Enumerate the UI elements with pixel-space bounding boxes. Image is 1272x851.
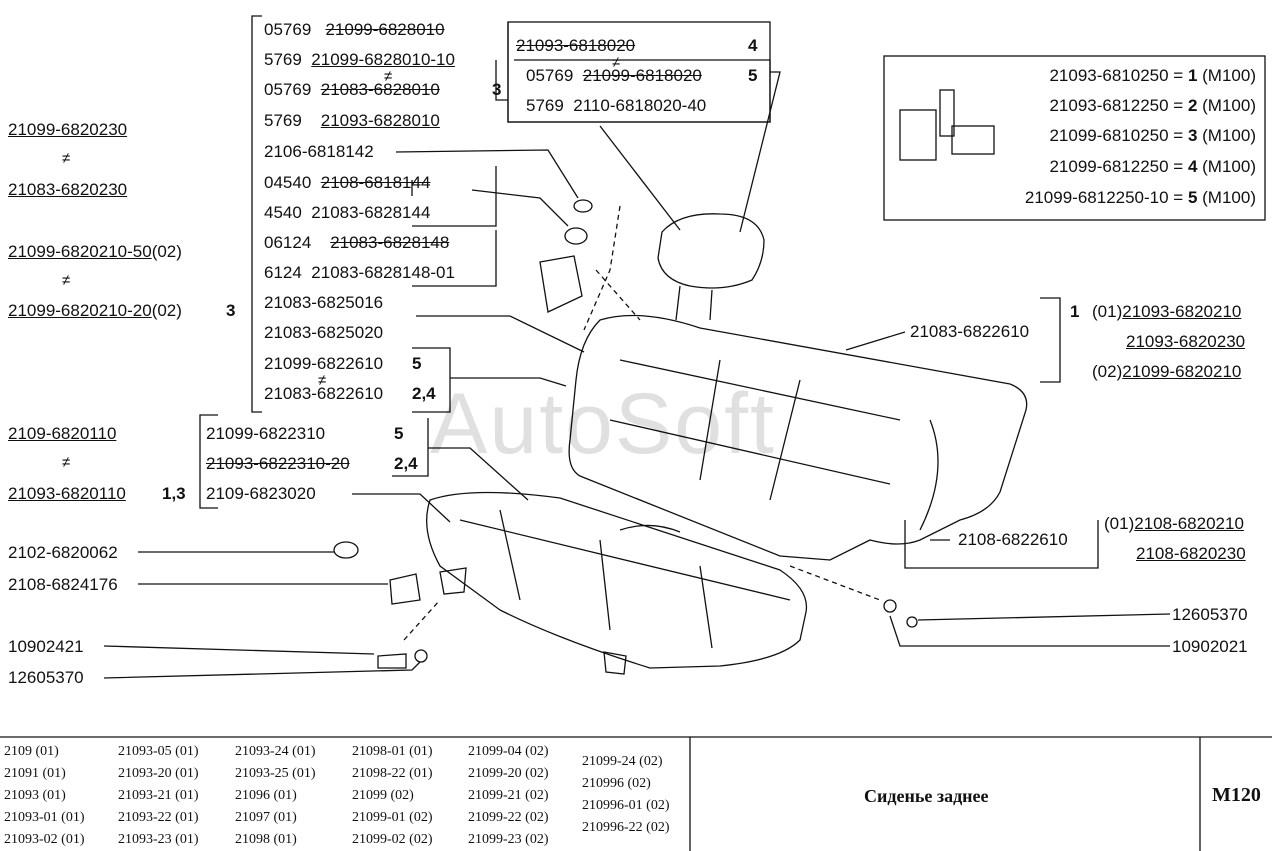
model-item: 21099-04 (02) xyxy=(468,744,549,759)
center-row: 06124 21083-6828148 xyxy=(264,233,450,252)
not-equal-sign: ≠ xyxy=(318,372,327,389)
model-item: 2109 (01) xyxy=(4,744,59,759)
label-21099-6820210: (02)21099-6820210 xyxy=(1092,362,1242,381)
headrest xyxy=(657,213,765,289)
bolt-row: 21099-6810250 = 3 (M100) xyxy=(1049,126,1256,145)
model-item: 21098 (01) xyxy=(235,832,297,847)
label-21093-6820110: 21093-6820110 xyxy=(8,484,126,503)
model-item: 21093-02 (01) xyxy=(4,832,85,847)
top-box-row: 5769 2110-6818020-40 xyxy=(526,96,707,115)
lower-row: 21099-6822310 xyxy=(206,424,326,443)
diagram-title: Сиденье заднее xyxy=(864,786,989,806)
bolt-box-frame xyxy=(883,55,1266,221)
model-item: 21093-21 (01) xyxy=(118,788,199,803)
label-variant-number: 5 xyxy=(412,354,422,373)
seat-back xyxy=(568,314,1028,561)
model-item: 21099-22 (02) xyxy=(468,810,549,825)
label-21099-6820210-50: 21099-6820210-50(02) xyxy=(8,242,182,261)
label-variant-number: 5 xyxy=(748,66,758,85)
model-item: 21093-05 (01) xyxy=(118,744,199,759)
center-row: 05769 21099-6828010 xyxy=(264,20,445,39)
model-item: 21099-02 (02) xyxy=(352,832,433,847)
bolt-row: 21099-6812250-10 = 5 (M100) xyxy=(1024,188,1256,207)
watermark: AutoSoft xyxy=(430,376,776,472)
center-row: 05769 21083-6828010 xyxy=(264,80,440,99)
center-row: 2106-6818142 xyxy=(264,142,374,161)
label-2108-6824176: 2108-6824176 xyxy=(8,575,118,594)
label-variant-number: 2,4 xyxy=(394,454,418,473)
model-item: 21098-22 (01) xyxy=(352,766,433,781)
page-code: M120 xyxy=(1212,784,1261,806)
model-item: 21099-01 (02) xyxy=(352,810,433,825)
label-21093-6820230: 21093-6820230 xyxy=(1126,332,1246,351)
label-variant-number: 1,3 xyxy=(162,484,186,503)
center-row: 6124 21083-6828148-01 xyxy=(264,263,455,282)
center-row: 5769 21093-6828010 xyxy=(264,111,440,130)
top-box-row: 05769 21099-6818020 xyxy=(526,66,702,85)
label-variant-number: 3 xyxy=(492,80,502,99)
not-equal-sign: ≠ xyxy=(62,272,71,289)
label-12605370-right: 12605370 xyxy=(1172,605,1248,624)
center-row: 5769 21099-6828010-10 xyxy=(264,50,455,69)
bolt-row: 21093-6812250 = 2 (M100) xyxy=(1049,96,1256,115)
label-2109-6820110: 2109-6820110 xyxy=(8,424,117,443)
model-item: 21097 (01) xyxy=(235,810,297,825)
label-21099-6820230: 21099-6820230 xyxy=(8,120,128,139)
seat-cushion xyxy=(426,491,808,669)
model-item: 210996 (02) xyxy=(582,776,651,791)
model-item: 21099-20 (02) xyxy=(468,766,549,781)
center-row: 4540 21083-6828144 xyxy=(264,203,431,222)
label-back-21083-6822610: 21083-6822610 xyxy=(910,322,1030,341)
center-bracket xyxy=(251,15,262,413)
model-item: 21096 (01) xyxy=(235,788,297,803)
not-equal-sign: ≠ xyxy=(62,454,71,471)
label-side-2108-6822610: 2108-6822610 xyxy=(958,530,1068,549)
center-row: 04540 2108-6818144 xyxy=(264,173,431,192)
model-item: 21093-23 (01) xyxy=(118,832,199,847)
model-item: 21099 (02) xyxy=(352,788,414,803)
not-equal-sign: ≠ xyxy=(384,68,393,85)
center-row: 21083-6825020 xyxy=(264,323,384,342)
model-item: 21091 (01) xyxy=(4,766,66,781)
model-item: 21098-01 (01) xyxy=(352,744,433,759)
not-equal-sign: ≠ xyxy=(612,54,621,71)
label-10902021: 10902021 xyxy=(1172,637,1248,656)
label-variant-number: 3 xyxy=(226,301,236,320)
model-item: 21093-20 (01) xyxy=(118,766,199,781)
model-item: 210996-01 (02) xyxy=(582,798,670,813)
model-item: 21093-24 (01) xyxy=(235,744,316,759)
model-item: 210996-22 (02) xyxy=(582,820,670,835)
label-2108-6820210: (01)2108-6820210 xyxy=(1104,514,1244,533)
model-item: 21093-22 (01) xyxy=(118,810,199,825)
label-variant-number: 4 xyxy=(748,36,758,55)
label-variant-number: 2,4 xyxy=(412,384,436,403)
bolt-row: 21099-6812250 = 4 (M100) xyxy=(1049,157,1256,176)
bolt-row: 21093-6810250 = 1 (M100) xyxy=(1049,66,1256,85)
label-2102-6820062: 2102-6820062 xyxy=(8,543,118,562)
model-item: 21099-21 (02) xyxy=(468,788,549,803)
top-box-row: 21093-6818020 xyxy=(516,36,636,55)
model-item: 21093-25 (01) xyxy=(235,766,316,781)
label-10902421: 10902421 xyxy=(8,637,84,656)
model-item: 21093 (01) xyxy=(4,788,66,803)
label-21083-6820230: 21083-6820230 xyxy=(8,180,128,199)
label-21099-6820210-20: 21099-6820210-20(02) xyxy=(8,301,182,320)
center-row: 21083-6822610 xyxy=(264,384,384,403)
lower-row: 21093-6822310-20 xyxy=(206,454,350,473)
model-item: 21099-24 (02) xyxy=(582,754,663,769)
label-variant-number: 1 xyxy=(1070,302,1080,321)
label-21093-6820210: (01)21093-6820210 xyxy=(1092,302,1242,321)
center-row: 21083-6825016 xyxy=(264,293,384,312)
center-row: 21099-6822610 xyxy=(264,354,384,373)
model-item: 21099-23 (02) xyxy=(468,832,549,847)
model-item: 21093-01 (01) xyxy=(4,810,85,825)
label-variant-number: 5 xyxy=(394,424,404,443)
label-2108-6820230: 2108-6820230 xyxy=(1136,544,1246,563)
not-equal-sign: ≠ xyxy=(62,150,71,167)
lower-row: 2109-6823020 xyxy=(206,484,316,503)
label-12605370: 12605370 xyxy=(8,668,84,687)
